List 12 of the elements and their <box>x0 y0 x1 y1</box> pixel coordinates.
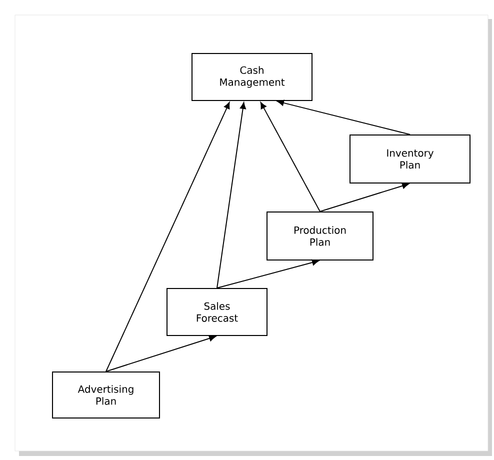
process-box: Production Plan <box>266 212 374 260</box>
process-box: Cash Management <box>192 53 312 101</box>
process-box: Advertising Plan <box>52 372 160 418</box>
arrow <box>106 102 230 372</box>
arrow <box>320 182 409 212</box>
arrow <box>260 102 320 212</box>
process-box: Sales Forecast <box>166 288 268 336</box>
arrow <box>277 100 410 135</box>
process-box: Inventory Plan <box>350 134 470 184</box>
arrow <box>106 335 216 372</box>
arrow <box>216 102 246 288</box>
arrow <box>216 259 319 288</box>
